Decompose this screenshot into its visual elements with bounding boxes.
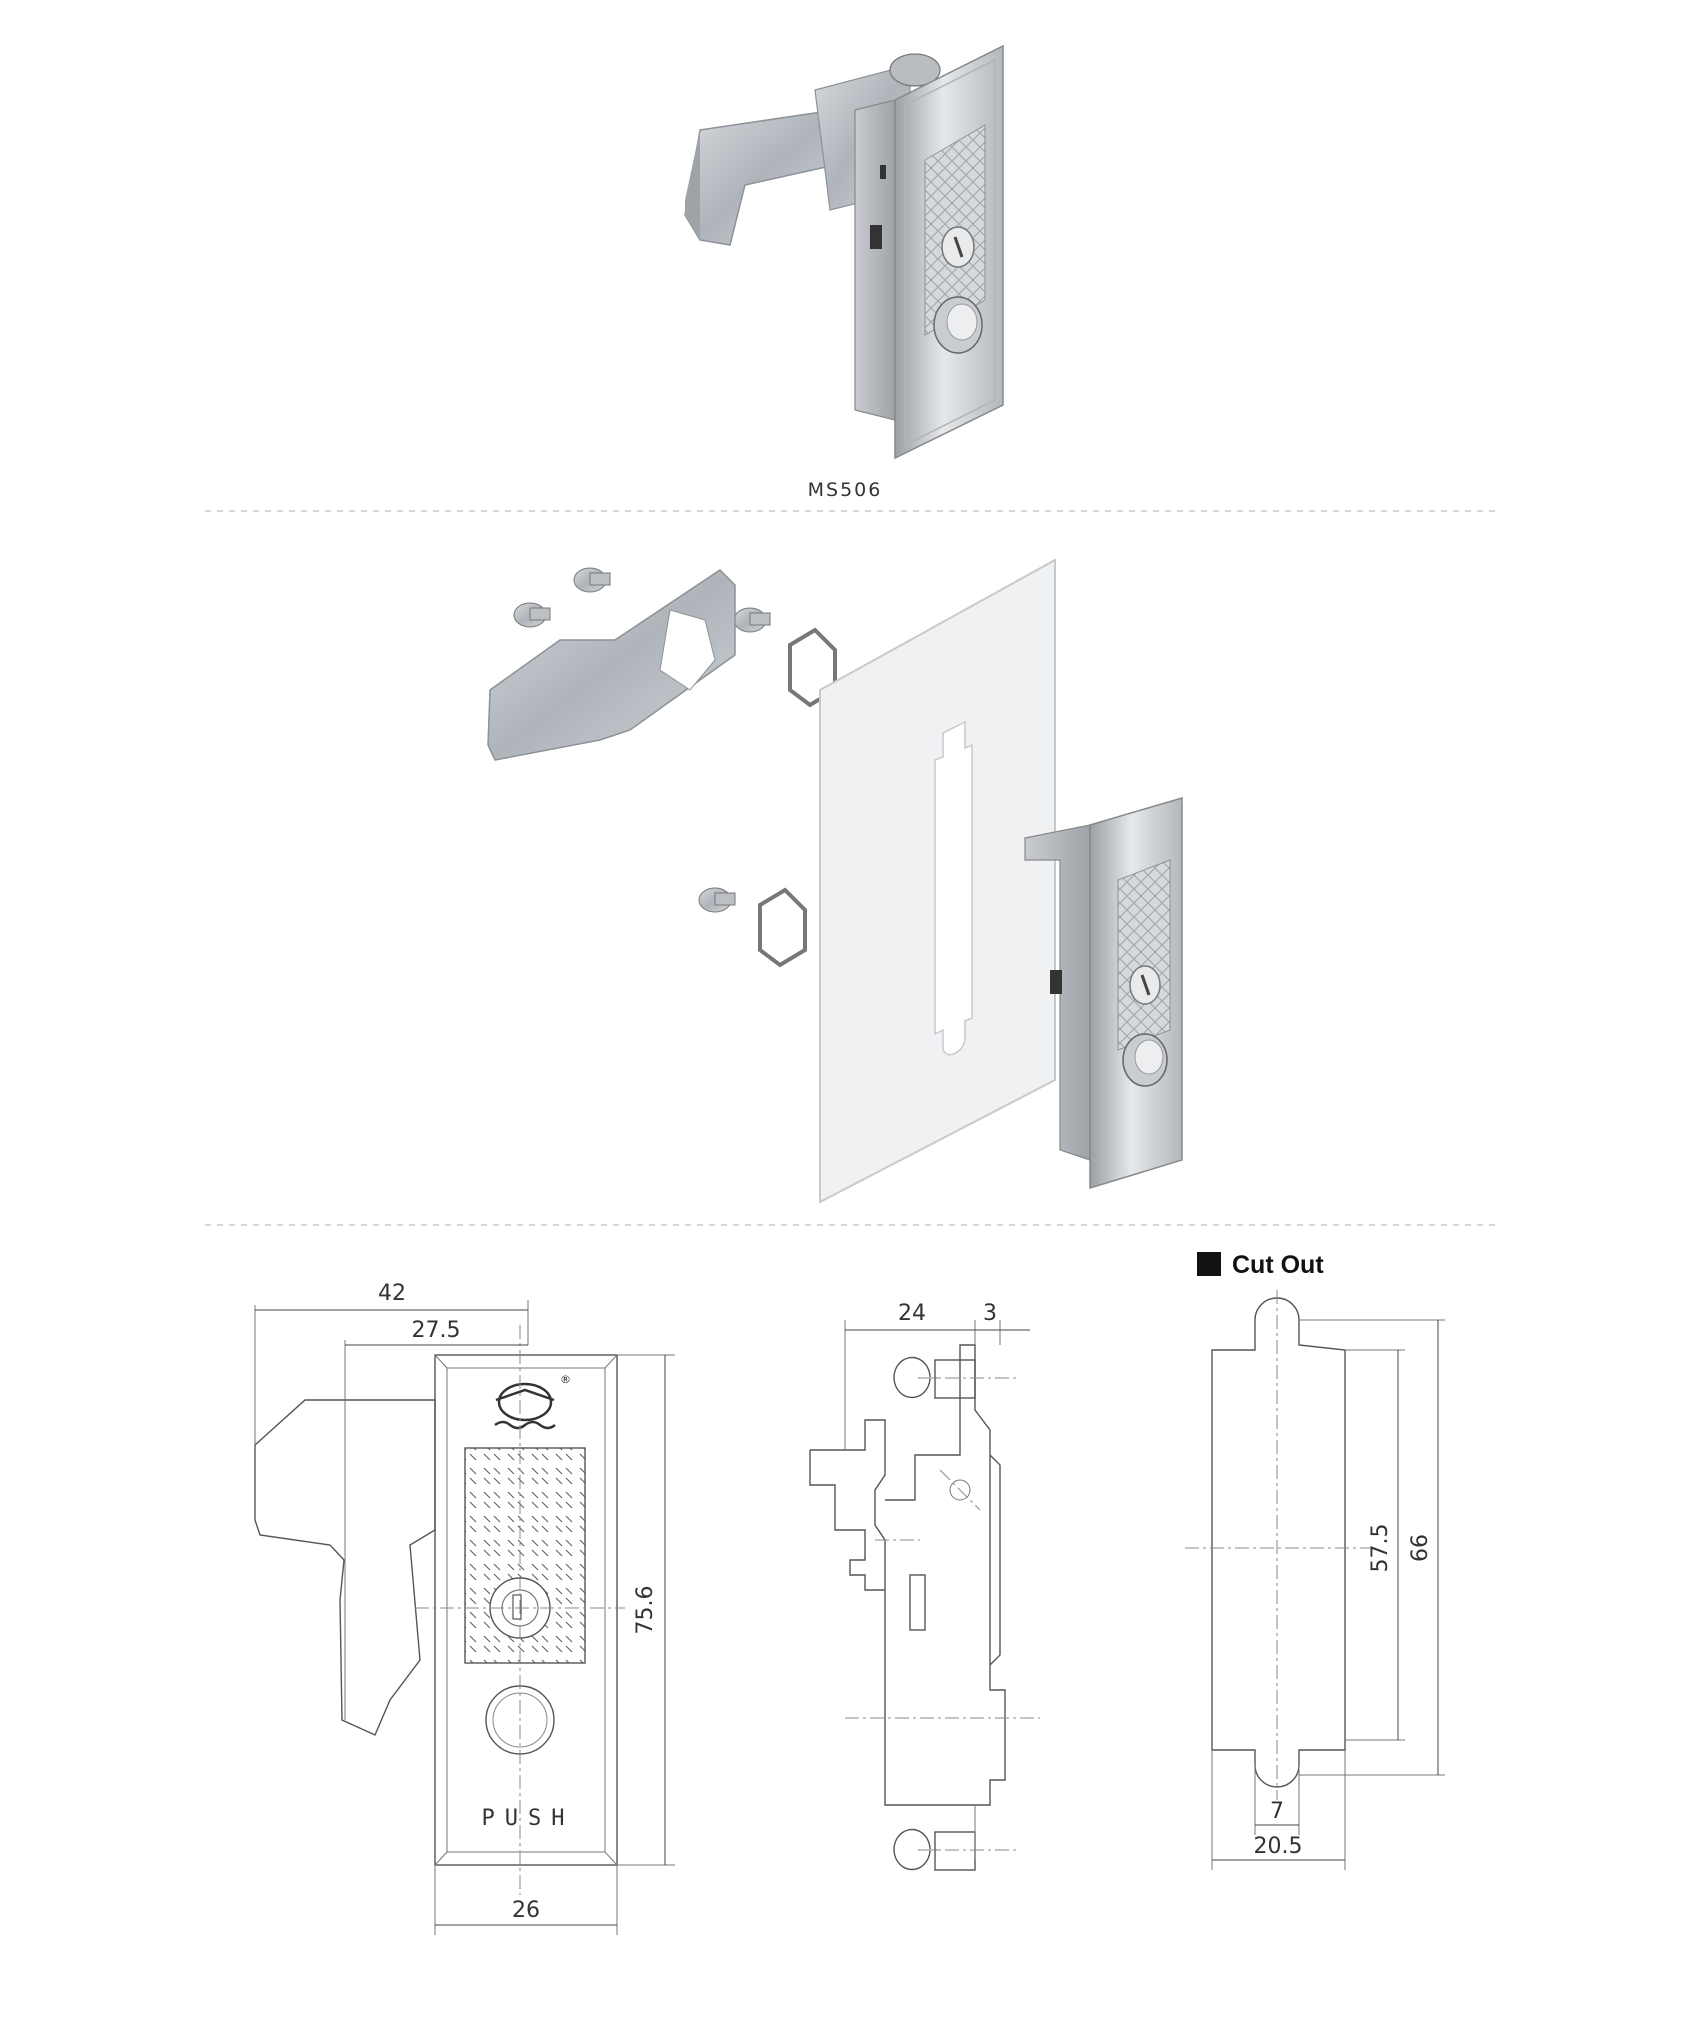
screw-icon xyxy=(513,602,551,628)
screw-icon xyxy=(893,1356,976,1399)
brand-logo-icon xyxy=(494,1382,556,1430)
cutout-title: Cut Out xyxy=(1232,1251,1324,1279)
push-label: PUSH xyxy=(482,1806,575,1831)
dim-side-depth: 24 xyxy=(898,1301,926,1326)
exploded-view xyxy=(487,558,1183,1204)
dim-side-flange: 3 xyxy=(983,1301,997,1326)
dim-cutout-inner-height: 57.5 xyxy=(1368,1524,1393,1573)
dim-front-width: 26 xyxy=(512,1898,540,1923)
dim-front-handle-offset: 27.5 xyxy=(412,1318,461,1343)
dim-front-height: 75.6 xyxy=(633,1586,658,1635)
model-label: MS506 xyxy=(808,479,883,501)
side-view-drawing: 24 3 xyxy=(809,1301,1040,1871)
registered-mark: ® xyxy=(560,1373,571,1386)
screw-icon xyxy=(893,1828,976,1871)
dim-cutout-notch-width: 7 xyxy=(1270,1799,1284,1824)
screw-icon xyxy=(573,567,611,593)
dim-cutout-width: 20.5 xyxy=(1254,1834,1303,1859)
dim-cutout-outer-height: 66 xyxy=(1408,1534,1433,1562)
cutout-drawing: Cut Out 57.5 66 7 20.5 xyxy=(1185,1251,1445,1870)
screw-icon xyxy=(698,887,736,913)
product-illustration xyxy=(684,44,1004,460)
front-view-drawing: ® PUSH 42 27.5 75.6 26 xyxy=(254,1281,675,1935)
cutout-bullet-icon xyxy=(1197,1252,1221,1276)
screw-icon xyxy=(733,607,771,633)
dim-front-overall-width: 42 xyxy=(378,1281,406,1306)
